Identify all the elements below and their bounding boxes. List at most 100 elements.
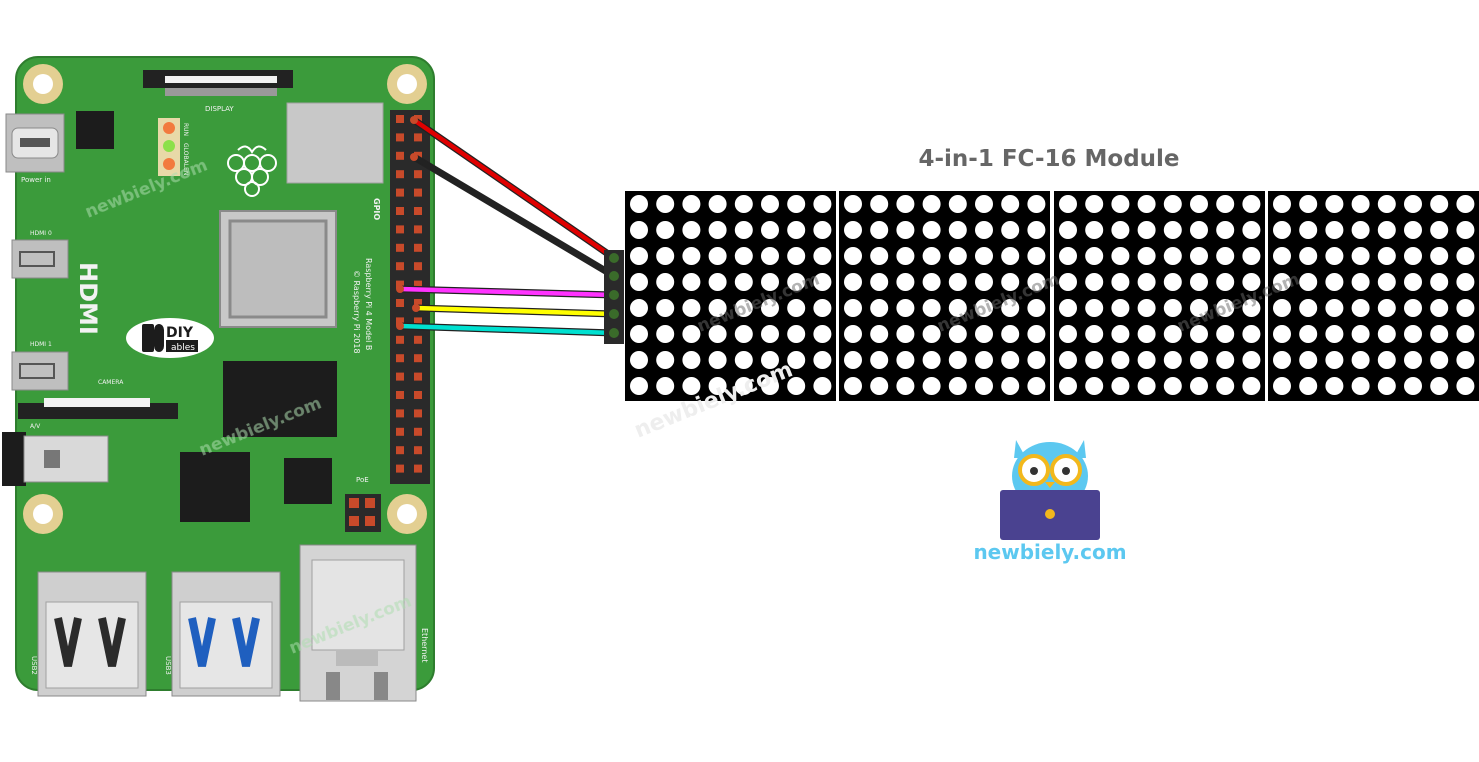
matrix-led — [1299, 377, 1318, 395]
module-pin — [609, 309, 619, 319]
matrix-led — [1163, 247, 1182, 265]
module-connector-pins — [609, 253, 619, 338]
matrix-block — [1268, 191, 1479, 401]
matrix-led — [1273, 195, 1291, 213]
matrix-led — [734, 195, 753, 213]
matrix-led — [1111, 195, 1130, 213]
matrix-led — [1111, 273, 1130, 291]
matrix-led — [1404, 247, 1422, 265]
silk-av: A/V — [30, 423, 41, 430]
matrix-led — [1456, 377, 1475, 395]
matrix-led — [844, 351, 862, 369]
matrix-led — [844, 247, 862, 265]
matrix-led — [656, 351, 675, 369]
gpio-pin — [396, 446, 404, 455]
matrix-led — [630, 351, 648, 369]
matrix-led — [975, 195, 993, 213]
matrix-led — [682, 351, 701, 369]
silk-hdmi1: HDMI 1 — [30, 341, 52, 348]
matrix-led — [708, 299, 727, 317]
module-title: 4-in-1 FC-16 Module — [918, 146, 1180, 172]
module-pin — [609, 290, 619, 300]
matrix-led — [708, 195, 727, 213]
matrix-led — [813, 195, 832, 213]
matrix-led — [1242, 221, 1261, 239]
gpio-pin — [396, 115, 404, 123]
matrix-led — [870, 299, 889, 317]
matrix-led — [948, 195, 967, 213]
matrix-led — [1001, 221, 1020, 239]
silk-global-en: GLOBALEN — [182, 143, 189, 175]
matrix-led — [813, 221, 832, 239]
matrix-led — [1111, 351, 1130, 369]
matrix-led — [787, 221, 806, 239]
gpio-pin — [414, 207, 422, 215]
matrix-led — [761, 195, 779, 213]
matrix-led — [1163, 221, 1182, 239]
matrix-led — [896, 195, 915, 213]
wire-endpoint — [396, 285, 404, 293]
matrix-led — [948, 377, 967, 395]
silk-display: DISPLAY — [205, 105, 234, 113]
matrix-led — [1059, 299, 1077, 317]
matrix-led — [630, 377, 648, 395]
gpio-pin — [414, 225, 422, 234]
gpio-pins — [396, 115, 422, 473]
usb3-port — [171, 571, 281, 697]
matrix-led — [1111, 299, 1130, 317]
gpio-pin — [414, 133, 422, 142]
matrix-led — [922, 377, 941, 395]
gpio-pin — [396, 299, 404, 307]
matrix-led — [1085, 221, 1104, 239]
matrix-led — [1059, 247, 1077, 265]
matrix-led — [656, 273, 675, 291]
matrix-led — [948, 221, 967, 239]
matrix-led — [1325, 273, 1344, 291]
matrix-led — [870, 351, 889, 369]
matrix-led — [1137, 351, 1156, 369]
matrix-led — [1273, 273, 1291, 291]
matrix-led — [1242, 377, 1261, 395]
matrix-led — [844, 325, 862, 343]
matrix-led — [656, 299, 675, 317]
matrix-led — [708, 247, 727, 265]
mounting-holes — [23, 64, 427, 534]
gpio-pin — [396, 225, 404, 234]
matrix-led — [896, 351, 915, 369]
matrix-led — [896, 273, 915, 291]
matrix-led — [1430, 377, 1449, 395]
matrix-led — [1404, 221, 1422, 239]
matrix-led — [1404, 299, 1422, 317]
silk-gpio: GPIO — [372, 198, 381, 220]
wire-endpoint — [410, 153, 418, 161]
matrix-led — [1299, 299, 1318, 317]
matrix-led — [682, 377, 701, 395]
matrix-led — [1456, 351, 1475, 369]
silk-model-line1: Raspberry Pi 4 Model B — [364, 258, 373, 350]
owl-mascot-icon — [1000, 440, 1100, 540]
gpio-pin — [396, 354, 404, 363]
matrix-led — [1137, 325, 1156, 343]
matrix-led — [1085, 195, 1104, 213]
matrix-led — [1001, 351, 1020, 369]
matrix-led — [630, 273, 648, 291]
led-matrix-blocks — [625, 191, 1479, 401]
matrix-led — [1430, 351, 1449, 369]
matrix-led — [1137, 221, 1156, 239]
matrix-led — [1325, 299, 1344, 317]
matrix-led — [734, 221, 753, 239]
matrix-led — [975, 377, 993, 395]
gpio-pin — [396, 317, 404, 326]
matrix-led — [1377, 377, 1396, 395]
matrix-led — [1137, 247, 1156, 265]
matrix-led — [656, 377, 675, 395]
matrix-led — [1377, 351, 1396, 369]
matrix-led — [1216, 273, 1235, 291]
matrix-led — [761, 273, 779, 291]
matrix-block — [625, 191, 836, 401]
matrix-led — [870, 377, 889, 395]
matrix-led — [1001, 325, 1020, 343]
matrix-led — [734, 325, 753, 343]
module-pin — [609, 253, 619, 263]
matrix-led — [656, 325, 675, 343]
